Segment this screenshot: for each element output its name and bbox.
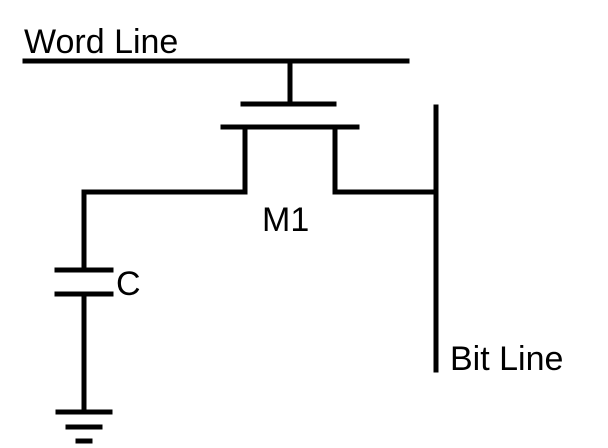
ground-icon	[55, 409, 113, 444]
capacitor-c: C	[54, 265, 141, 303]
bit-line-label: Bit Line	[450, 340, 563, 378]
transistor-m1: M1	[220, 58, 360, 239]
transistor-label: M1	[262, 201, 309, 239]
bit-line: Bit Line	[433, 104, 563, 378]
word-line-label: Word Line	[24, 23, 178, 61]
source-to-capacitor-wire	[81, 189, 248, 273]
word-line: Word Line	[22, 23, 410, 64]
capacitor-label: C	[116, 265, 141, 303]
